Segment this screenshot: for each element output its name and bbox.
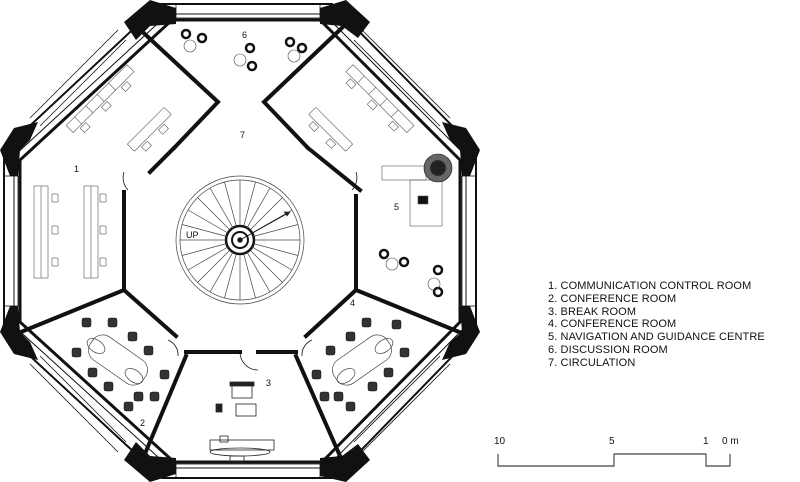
- legend-item: 2. CONFERENCE ROOM: [548, 292, 677, 305]
- workstations-room-1: [33, 64, 172, 279]
- stair-tread: [224, 253, 237, 299]
- scale-tick-1: 1: [703, 436, 709, 447]
- room-number-4: 4: [350, 298, 355, 308]
- window-bands: [3, 3, 477, 479]
- stair-up-label: UP: [186, 230, 199, 240]
- stair-tread: [249, 197, 283, 231]
- workstations-room-5: [308, 64, 453, 227]
- stair-tread: [246, 251, 271, 293]
- scale-bar: 10 5 1 0 m: [494, 436, 739, 467]
- stair-tread: [209, 187, 234, 229]
- legend-item: 3. BREAK ROOM: [548, 305, 637, 318]
- spiral-staircase: [175, 175, 305, 305]
- chairs-room-2: [71, 317, 170, 412]
- stair-tread: [243, 253, 256, 299]
- room-legend: 1. COMMUNICATION CONTROL ROOM 2. CONFERE…: [548, 280, 765, 370]
- room-number-5: 5: [394, 202, 399, 212]
- stair-tread: [197, 249, 231, 283]
- stair-tread: [246, 187, 271, 229]
- structural-columns: [0, 0, 480, 482]
- legend-item: 7. CIRCULATION: [548, 356, 636, 369]
- stair-tread: [251, 246, 293, 271]
- room-number-6: 6: [242, 30, 247, 40]
- legend-item: 4. CONFERENCE ROOM: [548, 318, 677, 331]
- room-number-2: 2: [140, 418, 145, 428]
- stair-tread: [209, 251, 234, 293]
- legend-item: 5. NAVIGATION AND GUIDANCE CENTRE: [548, 331, 765, 344]
- scale-tick-0: 0 m: [722, 436, 739, 447]
- legend-item: 1. COMMUNICATION CONTROL ROOM: [548, 280, 752, 292]
- legend-item: 6. DISCUSSION ROOM: [548, 343, 668, 356]
- stools-room-6: [180, 28, 308, 72]
- stair-tread: [181, 243, 227, 256]
- room-number-3: 3: [266, 378, 271, 388]
- stair-tread: [187, 246, 229, 271]
- conference-table-room-4: [332, 334, 394, 386]
- stools-room-5: [378, 248, 444, 298]
- scale-tick-10: 10: [494, 436, 506, 447]
- stair-tread: [224, 181, 237, 227]
- stair-tread: [243, 181, 256, 227]
- chairs-room-4: [311, 317, 410, 412]
- stair-tread: [197, 197, 231, 231]
- tables-room-5: [385, 257, 441, 291]
- stair-tread: [253, 224, 299, 237]
- tables-room-6: [183, 39, 301, 67]
- room-number-1: 1: [74, 164, 79, 174]
- stair-tread: [181, 224, 227, 237]
- room-number-7: 7: [240, 130, 245, 140]
- conference-table-room-2: [86, 334, 148, 386]
- stair-tread: [249, 249, 283, 283]
- door-swings: [122, 171, 358, 371]
- break-room-furniture: [209, 381, 275, 463]
- stair-tread: [253, 243, 299, 256]
- stair-tread: [187, 209, 229, 234]
- scale-tick-5: 5: [609, 436, 615, 447]
- interior-walls: [13, 21, 467, 459]
